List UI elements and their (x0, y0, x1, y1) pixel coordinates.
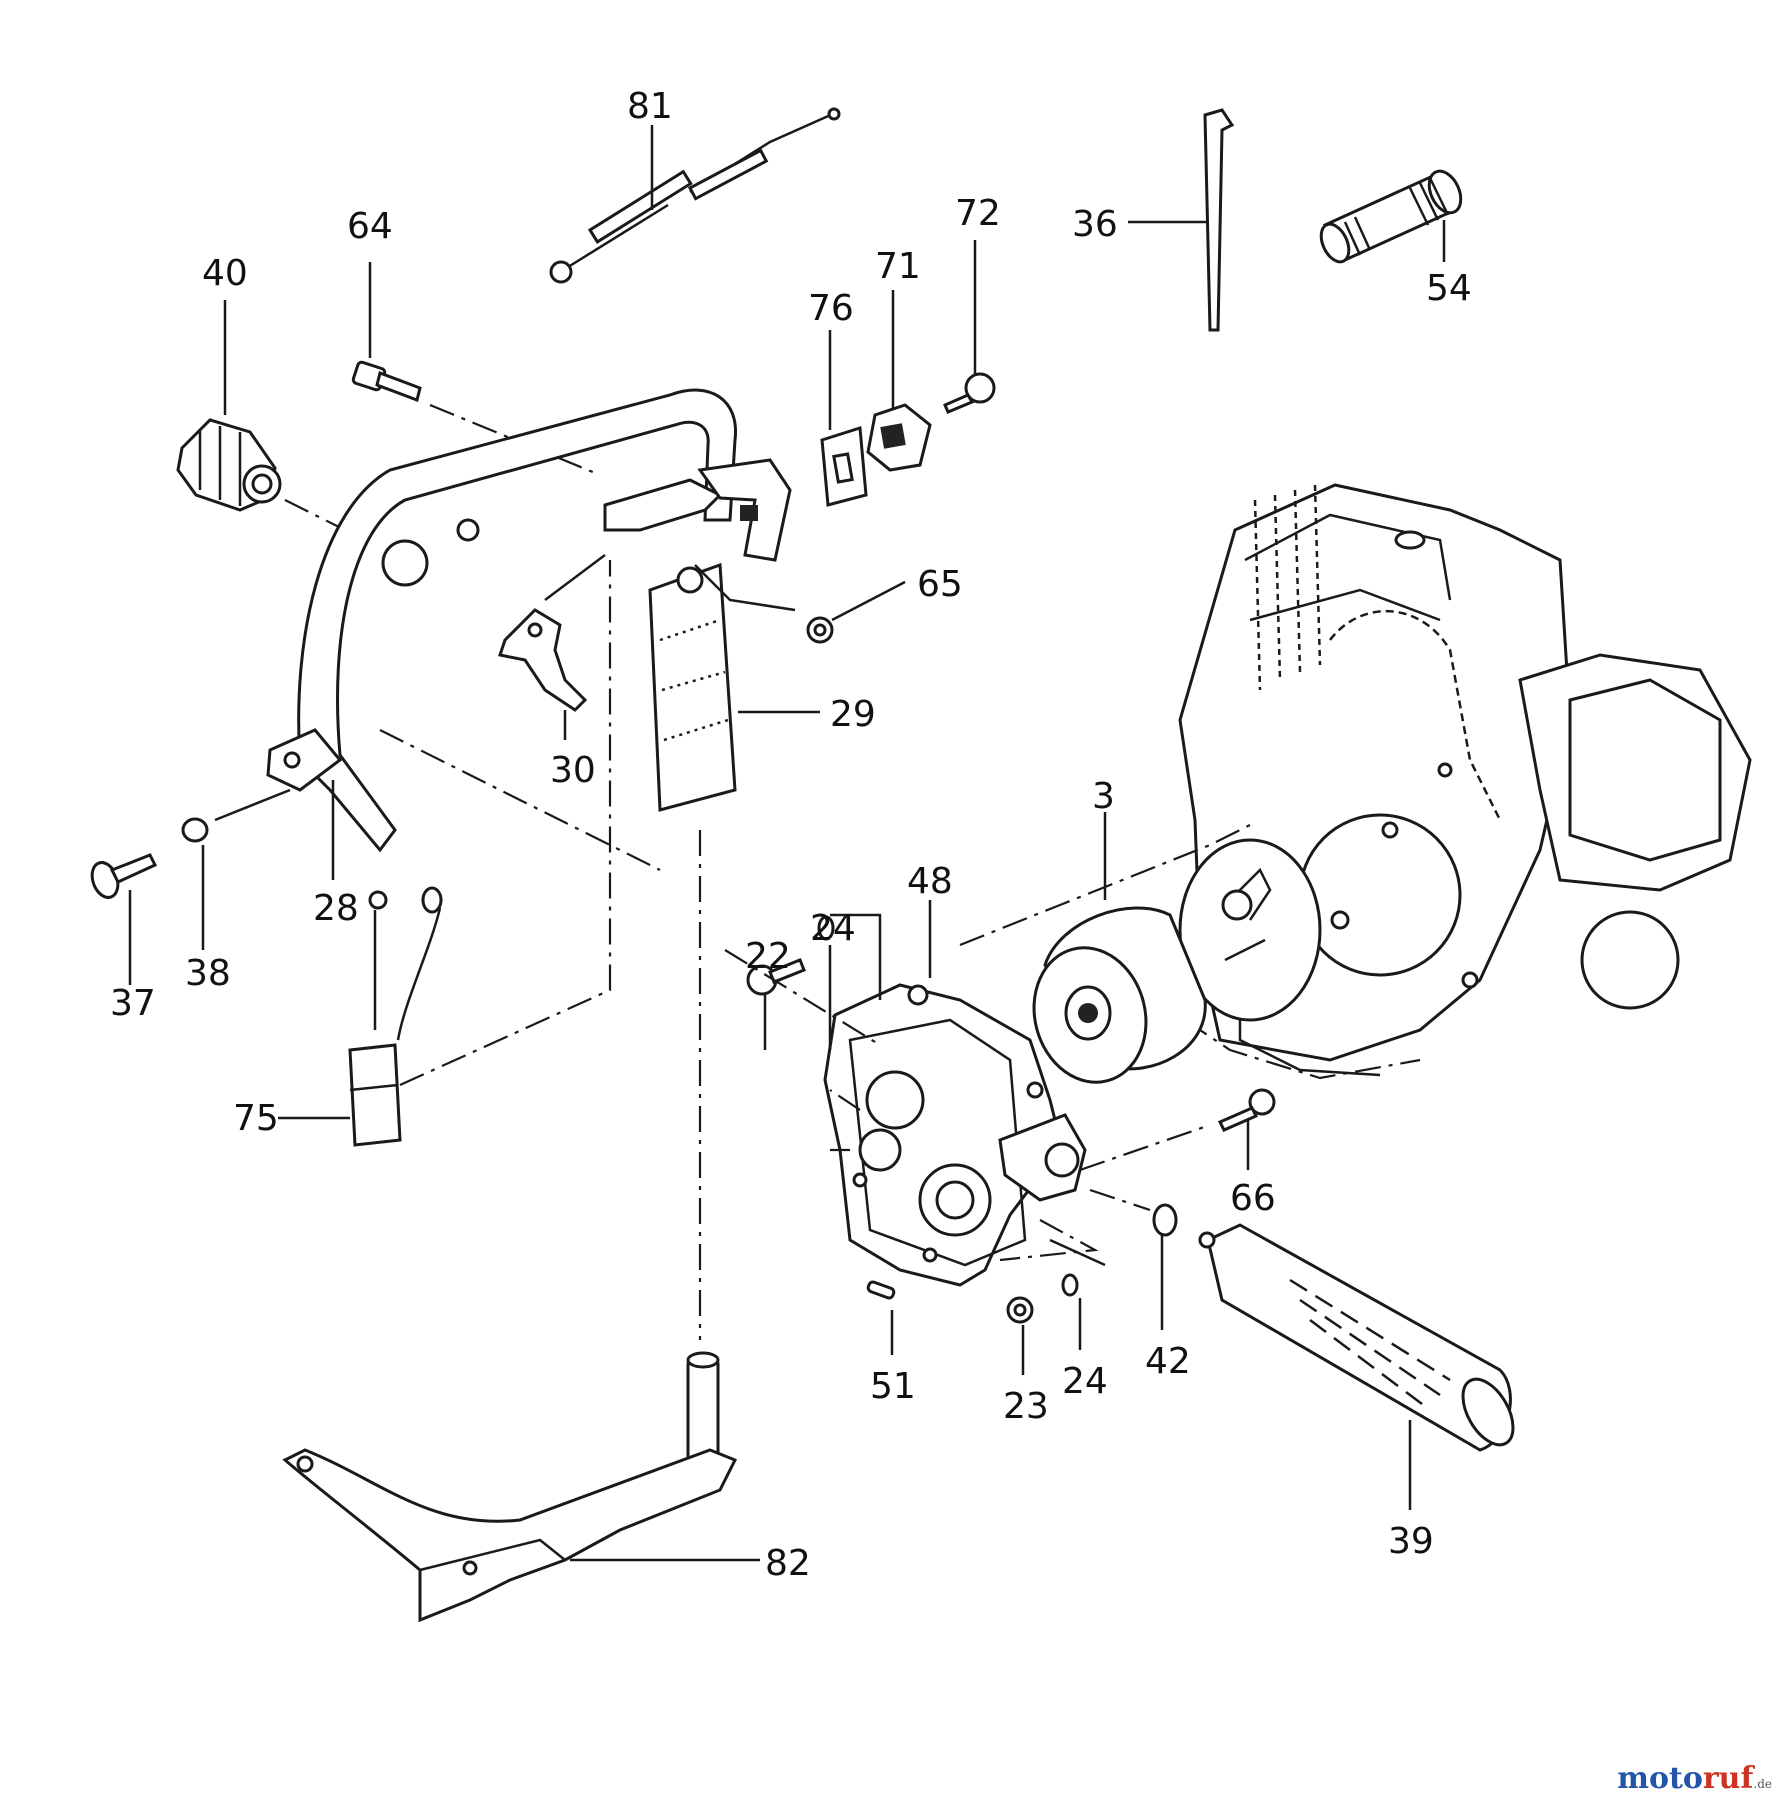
part-48-clutch-housing (823, 900, 1087, 1287)
engine-assembly (1178, 483, 1752, 1080)
part-3-clutch-drum (959, 812, 1251, 1084)
watermark-suffix: .de (1753, 1777, 1772, 1791)
label-71: 71 (875, 246, 921, 287)
part-labels: 81 64 40 72 71 76 36 54 65 29 30 3 48 28… (110, 86, 1472, 1584)
label-22: 22 (745, 936, 791, 977)
part-24-washer-upper (817, 913, 882, 1050)
label-76: 76 (808, 288, 854, 329)
part-72-screw (943, 240, 996, 414)
part-38-washer (181, 788, 291, 950)
label-66: 66 (1230, 1178, 1276, 1219)
label-39: 39 (1388, 1521, 1434, 1562)
part-24-washer-lower (1049, 1238, 1106, 1350)
part-30-trigger (498, 554, 606, 740)
label-81: 81 (627, 86, 673, 127)
part-22-screw (724, 949, 881, 1050)
label-28: 28 (313, 888, 359, 929)
label-64: 64 (347, 206, 393, 247)
label-75: 75 (233, 1098, 279, 1139)
label-36: 36 (1072, 204, 1118, 245)
label-40: 40 (202, 253, 248, 294)
part-66-bolt (1079, 1088, 1276, 1172)
part-29-grip (648, 562, 820, 812)
label-51: 51 (870, 1366, 916, 1407)
part-39-rear-handle (1198, 1223, 1515, 1510)
label-30: 30 (550, 750, 596, 791)
watermark-brand: moto (1617, 1761, 1703, 1796)
part-65-nut (806, 580, 906, 644)
watermark-logo: motoruf.de (1617, 1761, 1772, 1796)
part-28-handle-loop (266, 388, 738, 880)
part-75-connector (278, 560, 612, 1147)
part-81-throttle-cable (549, 107, 841, 284)
label-24-lower: 24 (1062, 1361, 1108, 1402)
label-38: 38 (185, 953, 231, 994)
label-24-top: 24 (810, 908, 856, 949)
part-42-circlip (1089, 1188, 1178, 1330)
part-64-bolt (351, 262, 601, 477)
watermark-brand-accent: ruf (1702, 1761, 1754, 1796)
part-76-plate (820, 330, 868, 507)
label-29: 29 (830, 694, 876, 735)
part-71-switch-block (866, 290, 932, 472)
label-23: 23 (1003, 1386, 1049, 1427)
label-72: 72 (955, 193, 1001, 234)
label-3: 3 (1092, 776, 1115, 817)
part-51-pin (866, 1280, 896, 1355)
label-82: 82 (765, 1543, 811, 1584)
part-37-screw (90, 853, 158, 985)
label-54: 54 (1426, 268, 1472, 309)
part-23-nut (999, 1219, 1099, 1375)
part-82-foot-plate (282, 830, 760, 1623)
part-36-cable-tie (1128, 108, 1235, 332)
part-40-switch (176, 300, 346, 531)
label-37: 37 (110, 983, 156, 1024)
label-48: 48 (907, 861, 953, 902)
label-65: 65 (917, 564, 963, 605)
label-42: 42 (1145, 1341, 1191, 1382)
throttle-mount (603, 458, 792, 562)
part-54-spring-sleeve (1319, 169, 1463, 264)
